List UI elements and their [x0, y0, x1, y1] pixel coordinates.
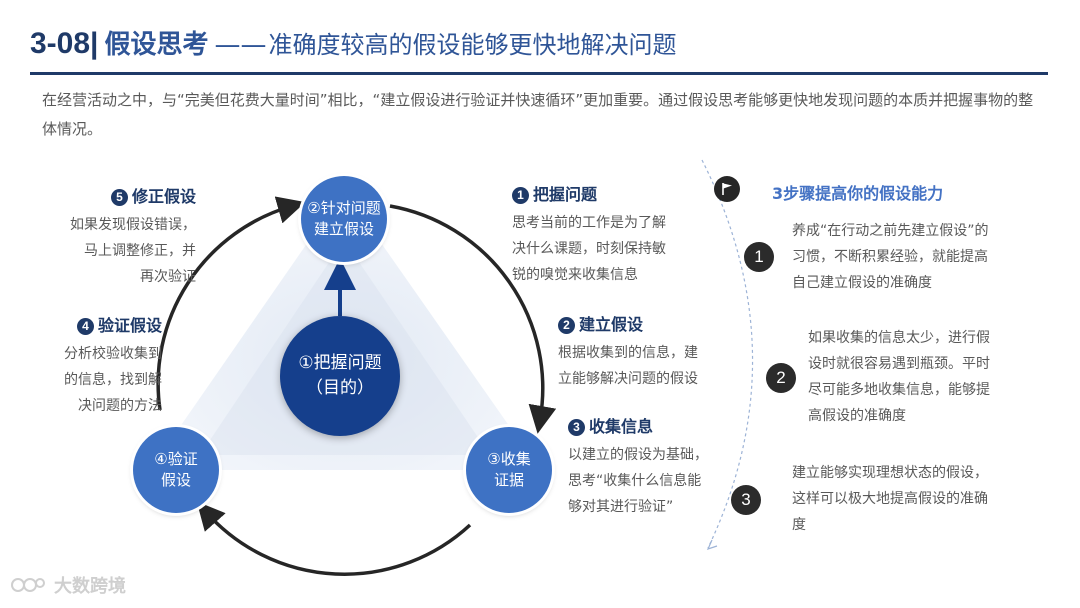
- right-step-3-line: 度: [792, 517, 806, 533]
- step-3-line: 够对其进行验证”: [568, 499, 674, 515]
- step-1-line: 锐的嗅觉来收集信息: [512, 267, 638, 283]
- node-verify-hypothesis: ④验证 假设: [133, 427, 219, 513]
- step-5-badge: 5: [110, 188, 128, 206]
- step-2-badge: 2: [558, 316, 575, 334]
- step-2-line: 立能够解决问题的假设: [558, 371, 698, 387]
- section-number: 3-08|: [30, 27, 99, 60]
- right-step-2-text: 如果收集的信息太少，进行假 设时就很容易遇到瓶颈。平时 尽可能多地收集信息，能够…: [808, 325, 1023, 429]
- node-collect-evidence: ③收集 证据: [466, 427, 552, 513]
- right-step-1-text: 养成“在行动之前先建立假设”的 习惯，不断积累经验，就能提高 自己建立假设的准确…: [792, 218, 1022, 296]
- step-1: 1 把握问题 思考当前的工作是为了解 决什么课题，时刻保持敏 锐的嗅觉来收集信息: [512, 182, 692, 288]
- step-4-line: 决问题的方法: [78, 398, 162, 414]
- step-5-line: 再次验证: [140, 269, 196, 285]
- watermark-text: 大数跨境: [54, 576, 126, 597]
- right-panel-title: 3步骤提高你的假设能力: [772, 184, 944, 203]
- step-3-title: 3 收集信息: [568, 414, 728, 440]
- step-4-line: 的信息，找到解: [64, 372, 162, 388]
- node-build-hypothesis: ②针对问题 建立假设: [301, 176, 387, 262]
- right-step-1-line: 自己建立假设的准确度: [792, 275, 932, 291]
- step-4-badge: 4: [76, 317, 94, 335]
- intro-paragraph: 在经营活动之中，与“完美但花费大量时间”相比，“建立假设进行验证并快速循环”更加…: [42, 91, 1034, 138]
- step-4: 4 验证假设 分析校验收集到 的信息，找到解 决问题的方法: [42, 313, 162, 419]
- arc-right-to-left: [196, 501, 472, 576]
- right-step-1-number: 1: [744, 242, 774, 272]
- step-4-title: 4 验证假设: [42, 313, 162, 339]
- node-left-line1: ④验证: [154, 450, 198, 468]
- step-2: 2 建立假设 根据收集到的信息，建 立能够解决问题的假设: [558, 312, 728, 392]
- step-3-title-text: 收集信息: [589, 417, 654, 436]
- step-2-title-text: 建立假设: [579, 315, 644, 334]
- step-2-title: 2 建立假设: [558, 312, 728, 338]
- node-center-line2: （目的）: [306, 378, 374, 398]
- step-1-title: 1 把握问题: [512, 182, 692, 208]
- step-5: 5 修正假设 如果发现假设错误， 马上调整修正，并 再次验证: [56, 184, 196, 290]
- step-5-title-text: 修正假设: [131, 187, 196, 206]
- watermark-logo-icon: [11, 578, 45, 592]
- right-step-2-number: 2: [766, 363, 796, 393]
- node-top-line2: 建立假设: [313, 220, 374, 238]
- step-1-badge: 1: [512, 186, 529, 204]
- right-step-2-line: 如果收集的信息太少，进行假: [808, 330, 990, 346]
- title-main: 假设思考: [104, 30, 209, 60]
- flag-icon: [714, 176, 740, 202]
- step-3: 3 收集信息 以建立的假设为基础， 思考“收集什么信息能 够对其进行验证”: [568, 414, 728, 520]
- node-right-line2: 证据: [493, 471, 524, 489]
- title-subtitle: 准确度较高的假设能够更快地解决问题: [268, 31, 677, 59]
- right-step-1-line: 养成“在行动之前先建立假设”的: [792, 223, 989, 239]
- node-left-line2: 假设: [160, 471, 191, 489]
- step-2-line: 根据收集到的信息，建: [558, 345, 698, 361]
- right-step-2-line: 尽可能多地收集信息，能够提: [808, 382, 990, 398]
- step-5-title: 5 修正假设: [56, 184, 196, 210]
- title-separator: ——: [214, 30, 267, 60]
- title-divider: [30, 72, 1048, 75]
- node-center-line1: ①把握问题: [298, 353, 382, 373]
- step-4-title-text: 验证假设: [97, 316, 162, 335]
- node-top-line1: ②针对问题: [307, 199, 381, 217]
- step-3-line: 以建立的假设为基础，: [568, 447, 708, 463]
- right-step-2-line: 设时就很容易遇到瓶颈。平时: [808, 356, 990, 372]
- step-1-title-text: 把握问题: [533, 185, 598, 204]
- dashed-arc-arrow: [706, 539, 718, 550]
- node-grasp-problem: ①把握问题 （目的）: [280, 316, 400, 436]
- step-3-badge: 3: [568, 418, 585, 436]
- node-right-line1: ③收集: [487, 450, 531, 468]
- step-5-line: 如果发现假设错误，: [70, 217, 196, 233]
- arc-top-to-right: [389, 204, 557, 434]
- right-step-3-line: 这样可以极大地提高假设的准确: [792, 491, 988, 507]
- step-1-line: 思考当前的工作是为了解: [512, 215, 666, 231]
- step-1-line: 决什么课题，时刻保持敏: [512, 241, 666, 257]
- step-4-line: 分析校验收集到: [64, 346, 162, 362]
- right-step-3-line: 建立能够实现理想状态的假设，: [792, 465, 988, 481]
- right-step-1-line: 习惯，不断积累经验，就能提高: [792, 249, 988, 265]
- step-3-line: 思考“收集什么信息能: [568, 473, 702, 489]
- arc-left-to-top: [156, 196, 306, 411]
- right-step-3-number: 3: [731, 485, 761, 515]
- step-5-line: 马上调整修正，并: [84, 243, 196, 259]
- right-step-2-line: 高假设的准确度: [808, 408, 906, 424]
- page-title: 3-08| 假设思考 —— 准确度较高的假设能够更快地解决问题: [30, 24, 676, 68]
- watermark: 大数跨境: [10, 572, 126, 598]
- right-step-3-text: 建立能够实现理想状态的假设， 这样可以极大地提高假设的准确 度: [792, 460, 1027, 538]
